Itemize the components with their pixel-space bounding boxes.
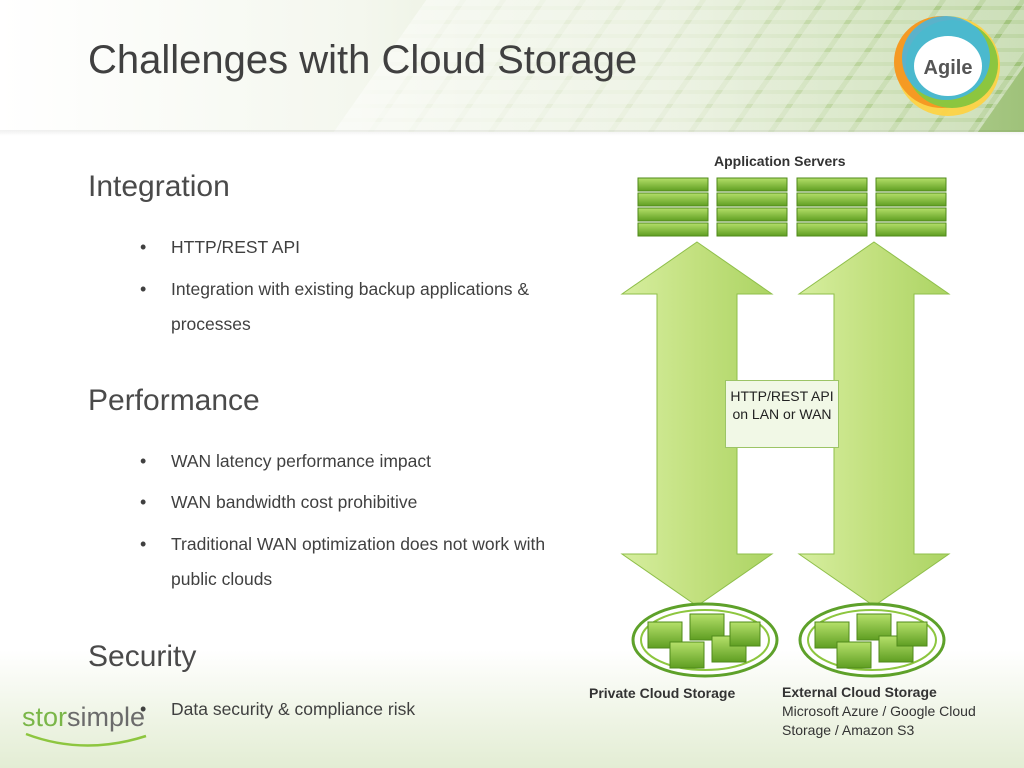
list-item: • HTTP/REST API: [140, 230, 580, 265]
server-rack-icon: [796, 177, 868, 237]
bullet-icon: •: [140, 237, 147, 257]
section-heading-performance: Performance: [88, 384, 260, 417]
list-item: • WAN bandwidth cost prohibitive: [140, 485, 580, 520]
list-item: • Data security & compliance risk: [140, 692, 580, 727]
bullet-icon: •: [140, 279, 147, 299]
bullet-icon: •: [140, 451, 147, 471]
section-heading-security: Security: [88, 640, 197, 673]
list-item: • Integration with existing backup appli…: [140, 272, 580, 342]
storsimple-swoosh-icon: [25, 732, 147, 747]
agile-logo-text: Agile: [924, 57, 973, 79]
slide-title: Challenges with Cloud Storage: [88, 38, 638, 82]
private-cloud-label: Private Cloud Storage: [589, 685, 736, 701]
server-rack-icon: [637, 177, 709, 237]
bullet-icon: •: [140, 699, 147, 719]
cloud-storage-icon: [631, 602, 779, 678]
server-rack-icon: [716, 177, 788, 237]
cloud-storage-icon: [798, 602, 946, 678]
bullet-icon: •: [140, 492, 147, 512]
storsimple-logo: storsimple: [22, 702, 146, 732]
list-item: • WAN latency performance impact: [140, 444, 580, 479]
api-label-box: HTTP/REST API on LAN or WAN: [725, 380, 839, 448]
section-heading-integration: Integration: [88, 170, 230, 203]
server-rack-icon: [875, 177, 947, 237]
agile-logo-icon: Agile: [894, 16, 1000, 116]
app-servers-label: Application Servers: [714, 153, 846, 169]
list-item: • Traditional WAN optimization does not …: [140, 527, 570, 597]
architecture-diagram: [620, 177, 951, 678]
external-cloud-label: External Cloud Storage: [782, 684, 937, 700]
external-cloud-providers: Microsoft Azure / Google Cloud Storage /…: [782, 703, 976, 738]
header-band: [0, 0, 1024, 132]
bullet-icon: •: [140, 534, 147, 554]
